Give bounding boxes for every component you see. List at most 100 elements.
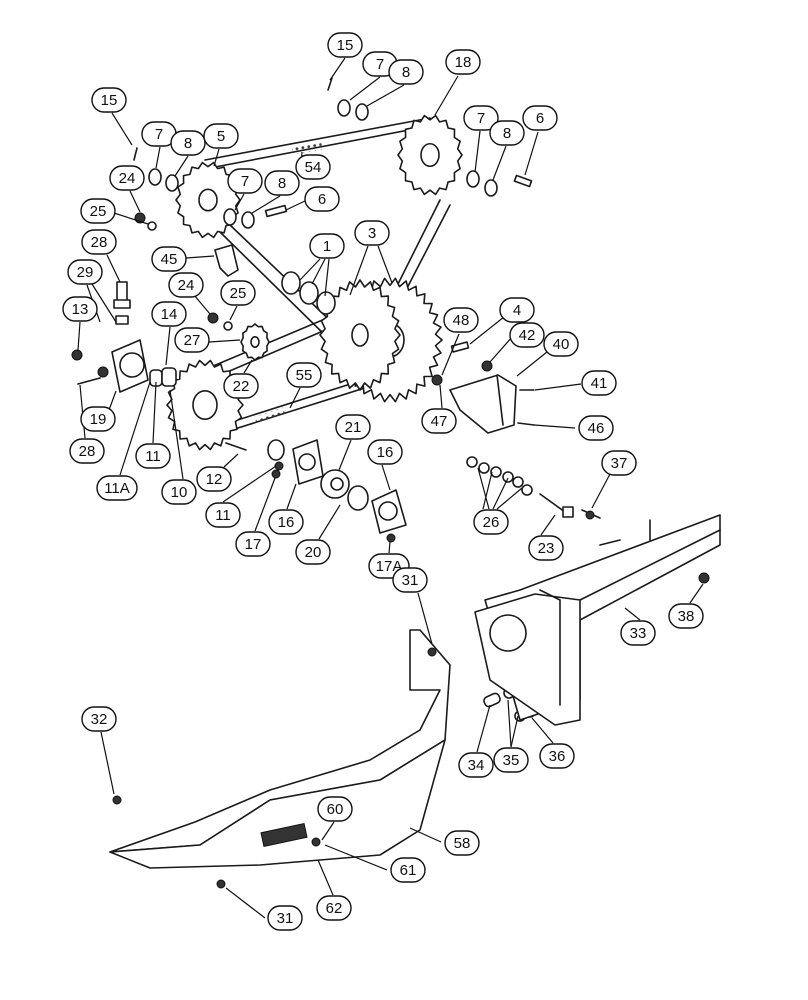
callout-23: 23 xyxy=(528,535,564,561)
leader-line xyxy=(223,453,239,468)
callout-number: 6 xyxy=(536,110,544,127)
callout-bubble xyxy=(473,509,509,535)
callout-number: 35 xyxy=(503,752,520,769)
leader-line xyxy=(100,731,115,795)
leader-line xyxy=(317,859,334,896)
callout-21: 21 xyxy=(335,414,371,440)
leader-line xyxy=(477,467,490,510)
leader-line xyxy=(234,193,245,211)
callout-number: 28 xyxy=(91,234,108,251)
leader-line xyxy=(349,245,369,296)
leader-line xyxy=(366,84,405,107)
leader-line xyxy=(208,339,241,343)
callout-number: 11A xyxy=(104,480,130,497)
callout-bubble xyxy=(227,168,263,194)
leader-line xyxy=(113,212,149,225)
leader-line xyxy=(285,199,308,211)
callout-8: 8 xyxy=(388,59,424,85)
leader-line xyxy=(155,146,161,169)
callout-bubble xyxy=(135,443,171,469)
sprocket-18 xyxy=(397,114,463,196)
callout-number: 25 xyxy=(90,203,107,220)
callout-number: 13 xyxy=(72,301,89,318)
callout-bubble xyxy=(528,535,564,561)
callout-60: 60 xyxy=(317,796,353,822)
leader-line xyxy=(311,258,326,285)
leader-line xyxy=(434,75,459,116)
leader-line xyxy=(329,57,346,81)
callout-bubble xyxy=(223,373,259,399)
callout-bubble xyxy=(443,307,479,333)
mounting-plate-33 xyxy=(474,514,721,726)
callout-47: 47 xyxy=(421,408,457,434)
callout-number: 46 xyxy=(588,420,605,437)
leader-line xyxy=(441,333,460,376)
callout-bubble xyxy=(91,87,127,113)
callout-24: 24 xyxy=(109,165,145,191)
callout-48: 48 xyxy=(443,307,479,333)
callout-31: 31 xyxy=(267,905,303,931)
callout-13: 13 xyxy=(62,296,98,322)
leader-line xyxy=(318,504,341,540)
leader-line xyxy=(338,439,352,471)
callout-bubble xyxy=(220,280,256,306)
callout-bubble xyxy=(444,830,480,856)
callout-bubble xyxy=(286,362,322,388)
callout-bubble xyxy=(96,475,138,501)
callout-bubble xyxy=(304,186,340,212)
callout-22: 22 xyxy=(223,373,259,399)
leader-line xyxy=(174,155,189,177)
callout-number: 3 xyxy=(368,225,376,242)
callout-bubble xyxy=(203,123,239,149)
callout-3: 3 xyxy=(354,220,390,246)
callout-bubble xyxy=(69,438,105,464)
callout-1: 1 xyxy=(309,233,345,259)
callout-number: 28 xyxy=(79,443,96,460)
leader-line xyxy=(108,390,117,411)
leader-line xyxy=(251,195,281,214)
callout-bubble xyxy=(539,743,575,769)
leader-line xyxy=(106,254,121,283)
callout-bubble xyxy=(205,502,241,528)
callout-number: 17 xyxy=(245,536,262,553)
callout-25: 25 xyxy=(220,280,256,306)
chain-link-54 xyxy=(291,141,323,155)
callout-54: 54 xyxy=(295,154,331,180)
callout-number: 61 xyxy=(400,862,417,879)
callout-25: 25 xyxy=(80,198,116,224)
callout-28: 28 xyxy=(81,229,117,255)
leader-line xyxy=(516,351,548,377)
callout-16: 16 xyxy=(367,439,403,465)
leader-line xyxy=(229,305,238,321)
leader-line xyxy=(243,359,253,374)
callout-7: 7 xyxy=(463,105,499,131)
callout-number: 40 xyxy=(553,336,570,353)
leader-line xyxy=(507,699,512,748)
callout-55: 55 xyxy=(286,362,322,388)
leader-line xyxy=(496,487,523,510)
callout-4: 4 xyxy=(499,297,535,323)
callout-bubble xyxy=(354,220,390,246)
callout-bubble xyxy=(235,531,271,557)
sprocket-hub xyxy=(420,142,440,168)
callout-number: 7 xyxy=(477,110,485,127)
leader-line xyxy=(111,112,133,146)
leader-line xyxy=(474,130,481,173)
callout-bubble xyxy=(458,752,494,778)
callout-16: 16 xyxy=(268,509,304,535)
callout-number: 33 xyxy=(630,625,647,642)
callout-number: 10 xyxy=(171,484,188,501)
leader-line xyxy=(254,477,276,532)
callout-35: 35 xyxy=(493,747,529,773)
callout-number: 42 xyxy=(519,327,536,344)
callout-number: 34 xyxy=(468,757,485,774)
callout-bubble xyxy=(62,296,98,322)
callout-6: 6 xyxy=(522,105,558,131)
callout-number: 26 xyxy=(483,514,500,531)
callout-14: 14 xyxy=(151,301,187,327)
callout-18: 18 xyxy=(445,49,481,75)
leader-line xyxy=(349,76,381,101)
callout-7: 7 xyxy=(227,168,263,194)
sprocket-10 xyxy=(166,359,244,451)
callout-bubble xyxy=(463,105,499,131)
